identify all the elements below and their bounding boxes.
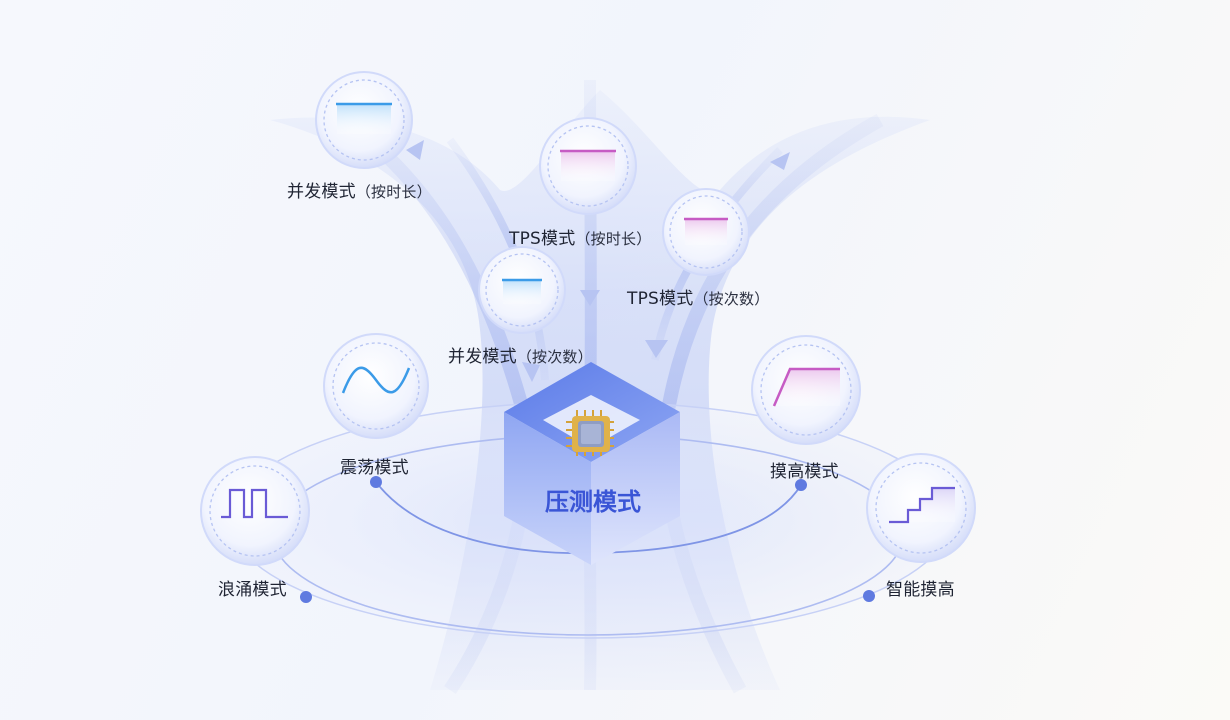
flat-level-blue-icon [502, 278, 542, 304]
orbit-dots [300, 476, 875, 603]
flat-level-blue-icon [336, 102, 392, 134]
label-concurrent-count: 并发模式（按次数） [448, 342, 593, 367]
mode-name: TPS模式 [509, 229, 576, 249]
cpu-chip-icon [566, 410, 614, 456]
ramp-up-icon [772, 367, 840, 407]
label-concurrent-duration: 并发模式（按时长） [287, 177, 432, 202]
mode-qualifier: （按时长） [575, 230, 652, 248]
mode-name: 并发模式 [448, 347, 517, 367]
node-concurrent-duration[interactable] [315, 71, 413, 169]
square-wave-icon [221, 488, 288, 519]
mode-name: 智能摸高 [886, 580, 955, 600]
mode-name: TPS模式 [627, 289, 694, 309]
label-tps-count: TPS模式（按次数） [627, 284, 769, 309]
flat-level-pink-icon [684, 217, 728, 245]
label-peak-probe: 摸高模式 [770, 457, 839, 482]
mode-qualifier: （按次数） [693, 290, 770, 308]
node-concurrent-count[interactable] [478, 246, 566, 334]
mode-qualifier: （按时长） [355, 183, 432, 201]
center-title: 压测模式 [545, 488, 641, 516]
node-peak-probe[interactable] [751, 335, 861, 445]
flow-arrows [406, 140, 790, 382]
flat-level-pink-icon [560, 149, 616, 181]
label-surge: 浪涌模式 [218, 575, 287, 600]
node-smart-peak-probe[interactable] [866, 453, 976, 563]
node-tps-duration[interactable] [539, 117, 637, 215]
label-oscillation: 震荡模式 [340, 453, 409, 478]
node-oscillation[interactable] [323, 333, 429, 439]
mode-name: 摸高模式 [770, 462, 839, 482]
sine-wave-icon [341, 366, 411, 394]
mode-name: 震荡模式 [340, 458, 409, 478]
mode-name: 浪涌模式 [218, 580, 287, 600]
node-surge[interactable] [200, 456, 310, 566]
staircase-icon [889, 486, 955, 524]
label-smart-peak-probe: 智能摸高 [886, 575, 955, 600]
center-cube[interactable] [504, 362, 680, 565]
mode-qualifier: （按次数） [516, 348, 593, 366]
node-tps-count[interactable] [662, 188, 750, 276]
label-tps-duration: TPS模式（按时长） [509, 224, 651, 249]
mode-name: 并发模式 [287, 182, 356, 202]
